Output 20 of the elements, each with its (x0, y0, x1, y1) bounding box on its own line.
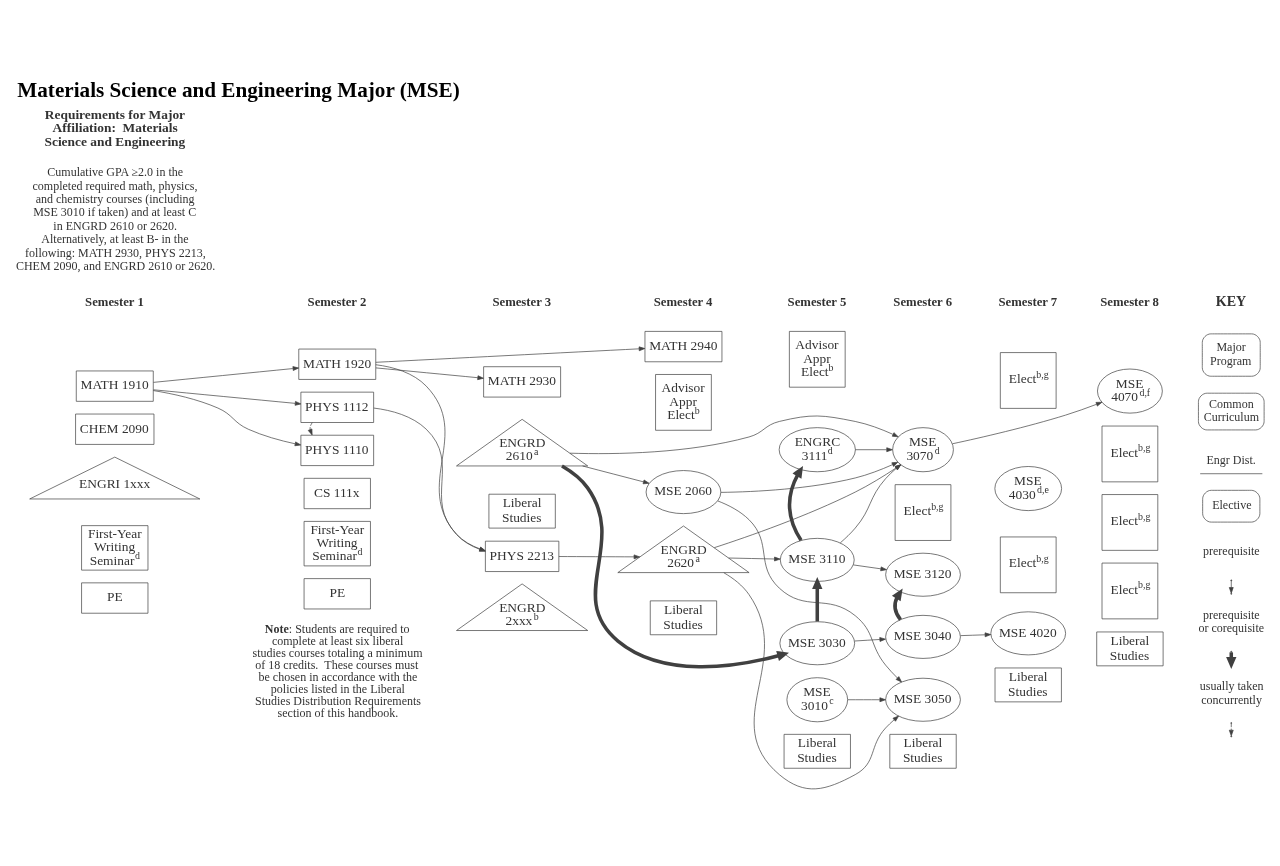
label: Semester 7 (998, 294, 1058, 309)
label: Note: Students are required to complete at least six liberal studies courses totaling a minimum of 18 credits. These courses must be chosen in accordance with the policies listed in the Liberal Studies Distribution Requirements section of this handbook. (252, 621, 423, 720)
label: Requirements for Major Affiliation: Materials Science and Engineering (44, 106, 186, 149)
label: KEY (1215, 292, 1247, 309)
label: Semester 4 (653, 294, 713, 309)
label: Semester 8 (1100, 294, 1159, 309)
label: Semester 2 (307, 294, 367, 309)
legend-label: Engr Dist. (1206, 452, 1256, 467)
legend-label: Elective (1212, 497, 1252, 512)
label: Semester 3 (492, 294, 552, 309)
label: Cumulative GPA ≥2.0 in the completed required math, physics, and chemistry courses (including MSE 3010 if taken) and at least C in ENGRD 2610 or 2620. Alternatively, at least B- in the following: MATH 2930, PHYS 2213, CHEM 2090, and ENGRD 2610 or 2620. (15, 164, 216, 273)
diagram-title: Materials Science and Engineering Major (MSE) (17, 77, 460, 102)
legend-label: usually taken concurrently (1199, 678, 1264, 707)
label: Semester 6 (893, 294, 953, 309)
legend-label: Major Program (1210, 339, 1252, 368)
label: Semester 1 (85, 294, 144, 309)
legend-label: prerequisite (1203, 543, 1260, 558)
legend-label: prerequisite or corequisite (1198, 607, 1265, 635)
label: Semester 5 (787, 294, 847, 309)
legend-label: Common Curriculum (1203, 396, 1260, 424)
